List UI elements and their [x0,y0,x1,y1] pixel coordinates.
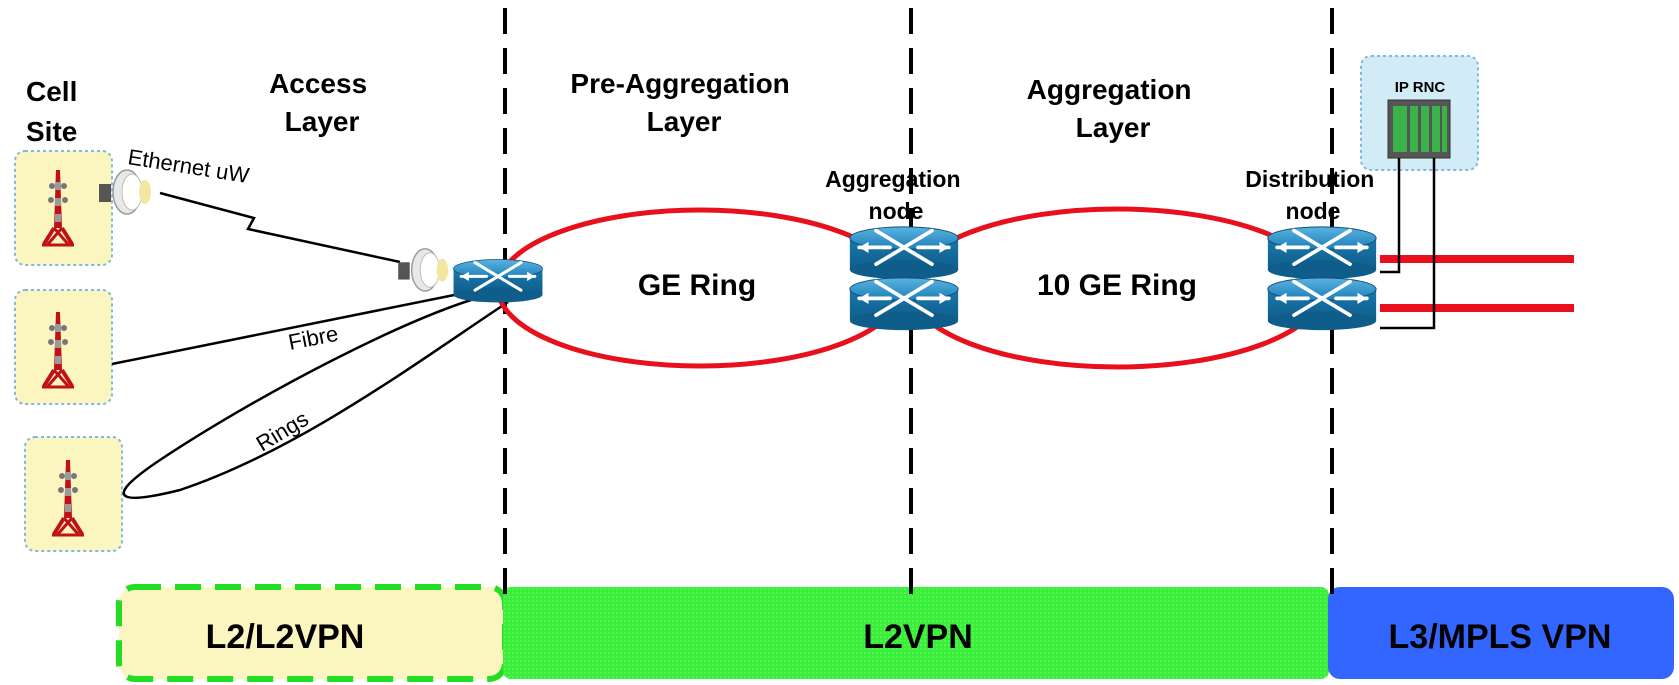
cell-site-3 [24,436,123,552]
ten-ge-ring-label: 10 GE Ring [1037,269,1197,302]
cell-site-1 [14,150,113,266]
vpn-band-middle-label: L2VPN [863,618,973,656]
access-router-icon [452,258,544,304]
label-fibre: Fibre [286,321,340,355]
link-fibre [111,287,485,366]
access-links [111,191,509,499]
aggregation-node-label: Aggregation node [825,166,967,224]
vpn-band-core-label: L3/MPLS VPN [1389,618,1612,656]
link-rings [122,294,509,499]
aggregation-router-icon [847,276,961,332]
vpn-band-core: L3/MPLS VPN [1328,587,1674,679]
header-pre-aggregation-layer: Pre-Aggregation Layer [570,68,797,137]
ge-ring-label: GE Ring [638,269,756,302]
rnc-card-icon [1387,99,1451,159]
ip-rnc: IP RNC [1360,55,1479,171]
core-uplinks [1380,255,1574,312]
rnc-links [1380,158,1436,330]
header-cell-site: Cell Site [26,76,85,147]
aggregation-router-icon [847,225,961,281]
header-aggregation-layer: Aggregation Layer [1027,74,1200,143]
microwave-dish-icon [398,248,449,292]
distribution-router-icon [1265,276,1379,332]
distribution-node-label: Distribution node [1245,166,1380,224]
vpn-band-access: L2/L2VPN [116,584,508,682]
cell-site-2 [14,289,113,405]
label-rings: Rings [252,406,313,456]
link-ethernet-uw [159,191,401,264]
distribution-router-icon [1265,225,1379,281]
ip-rnc-label: IP RNC [1395,79,1446,96]
vpn-band-middle: L2VPN [503,587,1329,679]
header-access-layer: Access Layer [269,68,375,137]
vpn-band-access-label: L2/L2VPN [206,618,365,656]
